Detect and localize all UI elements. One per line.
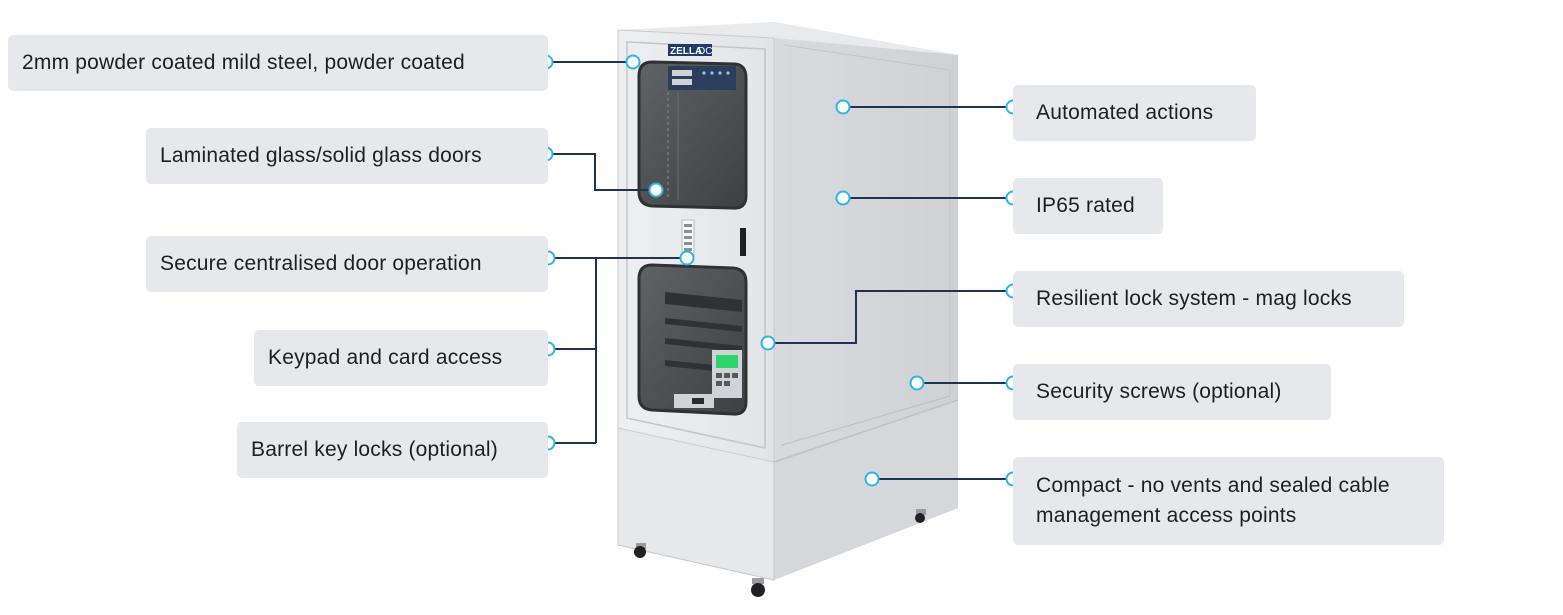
- server-cabinet: ZELLA DC: [617, 22, 959, 597]
- casters: [634, 509, 926, 597]
- control-unit: [668, 66, 736, 90]
- label-barrel-locks: Barrel key locks (optional): [237, 422, 548, 478]
- label-compact: Compact - no vents and sealed cable mana…: [1013, 457, 1444, 545]
- zella-dc-logo: ZELLA DC: [668, 44, 712, 57]
- cabinet-top-edge: [618, 22, 958, 55]
- label-barrel-locks-text: Barrel key locks (optional): [251, 438, 498, 461]
- label-ip65: IP65 rated: [1013, 178, 1163, 234]
- label-steel-text: 2mm powder coated mild steel, powder coa…: [22, 51, 465, 74]
- label-door-operation-text: Secure centralised door operation: [160, 252, 482, 275]
- cabinet-side-base: [774, 400, 958, 580]
- cabinet-front-base: [617, 427, 775, 581]
- marker-screws-point: [909, 375, 925, 391]
- label-screws-text: Security screws (optional): [1036, 380, 1282, 403]
- connector-keypad-barrel: [553, 258, 597, 444]
- door-frame: [626, 41, 766, 449]
- label-glass-doors: Laminated glass/solid glass doors: [146, 128, 548, 184]
- label-door-operation: Secure centralised door operation: [146, 236, 548, 292]
- label-mag-locks: Resilient lock system - mag locks: [1013, 271, 1404, 327]
- marker-compact-point: [864, 471, 880, 487]
- label-mag-locks-text: Resilient lock system - mag locks: [1036, 287, 1352, 310]
- marker-ip65-point: [835, 190, 851, 206]
- label-automated-text: Automated actions: [1036, 101, 1214, 124]
- brand-suffix: DC: [698, 46, 712, 57]
- connector-glass-doors: [553, 153, 650, 191]
- label-compact-text: Compact - no vents and sealed cable mana…: [1036, 474, 1390, 527]
- upper-glass-window: [637, 60, 748, 210]
- marker-automated-point: [835, 99, 851, 115]
- marker-keypad-point: [679, 250, 695, 266]
- marker-steel-point: [625, 54, 641, 70]
- brand-name: ZELLA: [670, 46, 702, 57]
- connector-lines: [553, 61, 1007, 480]
- label-automated: Automated actions: [1013, 85, 1256, 141]
- keypad: [681, 219, 695, 257]
- label-screws: Security screws (optional): [1013, 364, 1331, 420]
- door-handle: [740, 228, 746, 256]
- label-keypad: Keypad and card access: [254, 330, 548, 386]
- label-steel: 2mm powder coated mild steel, powder coa…: [8, 35, 548, 91]
- label-ip65-text: IP65 rated: [1036, 194, 1135, 217]
- marker-glass-point: [648, 182, 664, 198]
- label-glass-doors-text: Laminated glass/solid glass doors: [160, 144, 482, 167]
- label-keypad-text: Keypad and card access: [268, 346, 503, 369]
- marker-mag-point: [760, 335, 776, 351]
- connector-mag-locks: [775, 290, 1007, 344]
